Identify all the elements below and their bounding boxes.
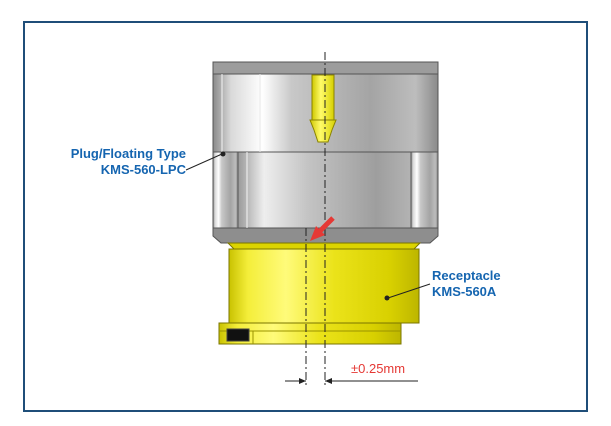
- tolerance-label: ±0.25mm: [351, 361, 406, 376]
- receptacle-body: [228, 248, 420, 324]
- plug-label-line1: Plug/Floating Type: [70, 146, 186, 161]
- plug-label: Plug/Floating Type KMS-560-LPC: [58, 146, 186, 178]
- plug-leader: [185, 151, 226, 171]
- plug-contact-pin: [309, 74, 337, 143]
- receptacle-top-chamfer: [226, 242, 422, 250]
- tolerance-dimension: [285, 378, 418, 384]
- plug-right-wall: [410, 151, 439, 229]
- receptacle-leader: [384, 283, 431, 301]
- plug-left-wall: [212, 151, 239, 229]
- plug-label-line2: KMS-560-LPC: [100, 162, 186, 177]
- receptacle-label-line1: Receptacle: [432, 268, 501, 283]
- receptacle-label-line2: KMS-560A: [432, 284, 497, 299]
- receptacle-connector: [218, 242, 422, 345]
- receptacle-flange: [218, 322, 402, 345]
- offset-arrow-icon: [310, 216, 335, 241]
- receptacle-nut: [226, 328, 250, 342]
- receptacle-label: Receptacle KMS-560A: [432, 268, 512, 300]
